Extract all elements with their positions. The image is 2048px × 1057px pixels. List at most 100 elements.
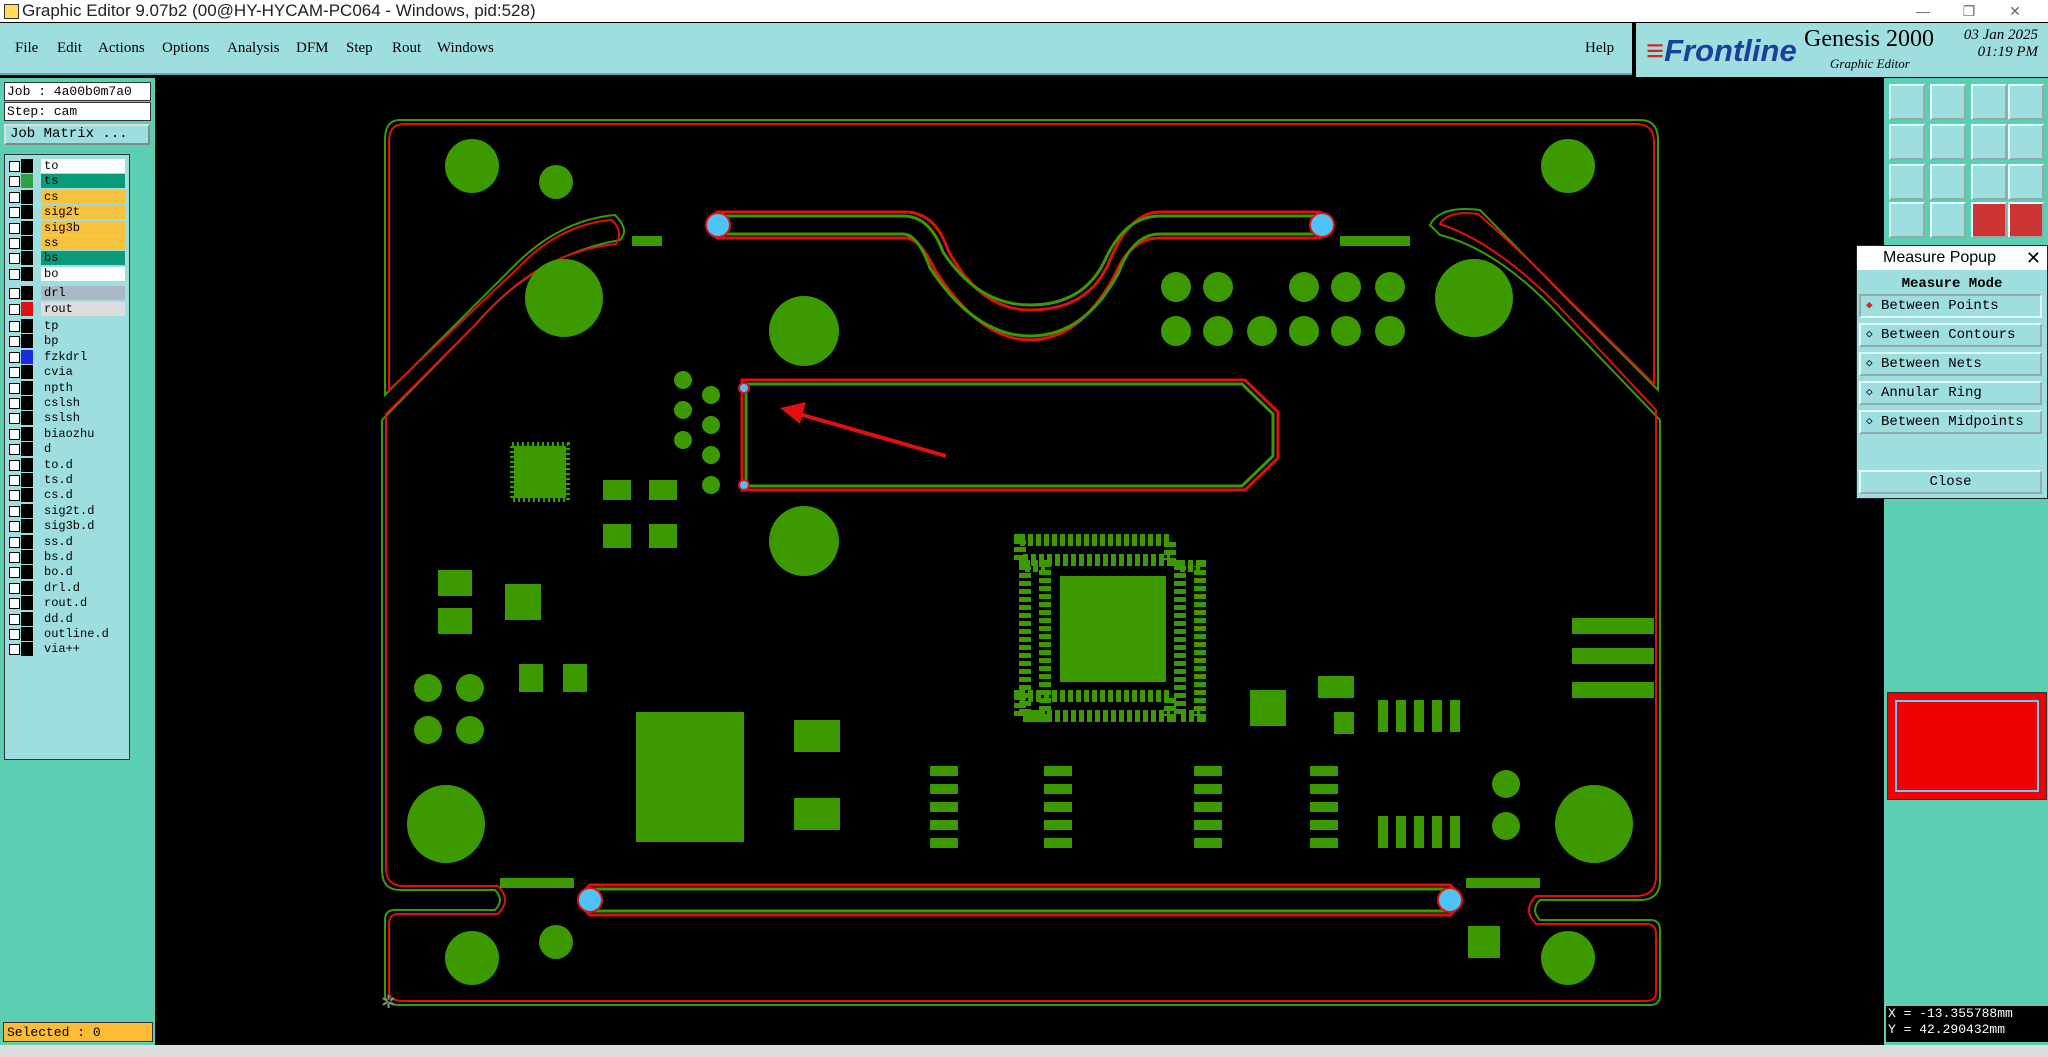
tool-net-icon[interactable]	[2008, 202, 2044, 238]
layer-row[interactable]: tp	[7, 319, 127, 333]
layer-row[interactable]: bo.d	[7, 565, 127, 580]
layer-checkbox[interactable]	[9, 398, 20, 409]
option-between-points[interactable]: ◆Between Points	[1859, 294, 2042, 318]
layer-row[interactable]: bo	[7, 266, 127, 281]
menu-file[interactable]: File	[15, 40, 39, 56]
layer-row[interactable]: cvia	[7, 365, 127, 380]
layer-row[interactable]: ss	[7, 236, 127, 250]
layer-row[interactable]: drl.d	[7, 580, 127, 595]
menu-step[interactable]: Step	[346, 40, 373, 56]
layer-checkbox[interactable]	[9, 351, 20, 363]
option-annular-ring[interactable]: ◇Annular Ring	[1859, 381, 2042, 405]
tool-snap-icon[interactable]	[2008, 124, 2044, 160]
layer-checkbox[interactable]	[9, 490, 20, 502]
layer-checkbox[interactable]	[9, 382, 20, 394]
layer-row[interactable]: to	[7, 159, 127, 173]
tool-help-icon[interactable]	[2008, 164, 2044, 200]
layer-checkbox[interactable]	[9, 161, 20, 172]
tool-center-icon[interactable]	[1930, 164, 1966, 200]
layer-row[interactable]: npth	[7, 380, 127, 395]
layer-checkbox[interactable]	[9, 521, 20, 533]
layer-checkbox[interactable]	[9, 238, 20, 249]
layer-checkbox[interactable]	[9, 176, 20, 188]
layer-checkbox[interactable]	[9, 253, 20, 265]
layer-row[interactable]: cslsh	[7, 396, 127, 410]
layer-row[interactable]: sig2t.d	[7, 503, 127, 518]
tool-zoom-fit-icon[interactable]	[1889, 84, 1925, 120]
menu-dfm[interactable]: DFM	[296, 40, 329, 56]
layer-row[interactable]: biaozhu	[7, 426, 127, 441]
maximize-button[interactable]: ❐	[1962, 3, 1976, 19]
layer-checkbox[interactable]	[9, 288, 20, 300]
menu-edit[interactable]: Edit	[57, 40, 82, 56]
layer-row[interactable]: ts	[7, 174, 127, 189]
tool-clock-icon[interactable]	[1889, 202, 1925, 238]
layer-checkbox[interactable]	[9, 582, 20, 594]
popup-close-icon[interactable]: ✕	[2025, 248, 2041, 268]
layer-row[interactable]: rout	[7, 301, 127, 316]
layer-checkbox[interactable]	[9, 613, 20, 625]
tool-left-icon[interactable]	[1889, 124, 1925, 160]
option-between-contours[interactable]: ◇Between Contours	[1859, 323, 2042, 347]
tool-measure-icon[interactable]	[1930, 202, 1966, 238]
layer-row[interactable]: sig3b.d	[7, 519, 127, 534]
layer-row[interactable]: d	[7, 442, 127, 457]
layer-row[interactable]: fzkdrl	[7, 349, 127, 364]
layer-row[interactable]: via++	[7, 642, 127, 657]
layer-checkbox[interactable]	[9, 191, 20, 203]
layer-row[interactable]: to.d	[7, 457, 127, 472]
layer-checkbox[interactable]	[9, 336, 20, 348]
layer-row[interactable]: drl	[7, 286, 127, 301]
graphic-canvas[interactable]: ✲	[157, 78, 1882, 1045]
layer-checkbox[interactable]	[9, 567, 20, 579]
layer-checkbox[interactable]	[9, 367, 20, 379]
layer-row[interactable]: sslsh	[7, 411, 127, 426]
menu-options[interactable]: Options	[162, 40, 210, 56]
layer-checkbox[interactable]	[9, 222, 20, 234]
tool-active-icon[interactable]	[1971, 202, 2007, 238]
layer-checkbox[interactable]	[9, 629, 20, 640]
tool-zoom-in-icon[interactable]	[1930, 84, 1966, 120]
popup-close-button[interactable]: Close	[1859, 470, 2042, 494]
layer-row[interactable]: cs.d	[7, 488, 127, 503]
layer-checkbox[interactable]	[9, 428, 20, 440]
menu-help[interactable]: Help	[1585, 40, 1615, 56]
overview-minimap[interactable]	[1887, 692, 2047, 800]
menu-analysis[interactable]: Analysis	[227, 40, 280, 56]
close-window-button[interactable]: ✕	[2009, 3, 2021, 19]
option-between-midpoints[interactable]: ◇Between Midpoints	[1859, 410, 2042, 434]
layer-row[interactable]: rout.d	[7, 596, 127, 611]
tool-swap-icon[interactable]	[1971, 124, 2007, 160]
job-matrix-button[interactable]: Job Matrix ...	[4, 124, 150, 145]
menu-rout[interactable]: Rout	[392, 40, 422, 56]
layer-checkbox[interactable]	[9, 459, 20, 471]
tool-home-icon[interactable]	[1971, 84, 2007, 120]
layer-checkbox[interactable]	[9, 207, 20, 219]
layer-checkbox[interactable]	[9, 505, 20, 517]
layer-checkbox[interactable]	[9, 475, 20, 486]
layer-row[interactable]: bp	[7, 334, 127, 349]
layer-checkbox[interactable]	[9, 444, 20, 456]
layer-row[interactable]: cs	[7, 189, 127, 204]
layer-checkbox[interactable]	[9, 536, 20, 548]
layer-checkbox[interactable]	[9, 644, 20, 656]
tool-window-icon[interactable]	[2008, 84, 2044, 120]
layer-row[interactable]: ts.d	[7, 473, 127, 487]
layer-row[interactable]: sig3b	[7, 220, 127, 235]
layer-checkbox[interactable]	[9, 268, 20, 280]
layer-row[interactable]: bs	[7, 251, 127, 266]
tool-scale-icon[interactable]	[1971, 164, 2007, 200]
layer-row[interactable]: sig2t	[7, 205, 127, 220]
menu-actions[interactable]: Actions	[98, 40, 145, 56]
layer-checkbox[interactable]	[9, 413, 20, 425]
layer-row[interactable]: outline.d	[7, 627, 127, 641]
layer-row[interactable]: bs.d	[7, 550, 127, 564]
layer-checkbox[interactable]	[9, 303, 20, 315]
menu-windows[interactable]: Windows	[437, 40, 494, 56]
layer-row[interactable]: dd.d	[7, 611, 127, 626]
layer-checkbox[interactable]	[9, 598, 20, 610]
minimize-button[interactable]: —	[1916, 3, 1930, 19]
layer-checkbox[interactable]	[9, 552, 20, 563]
layer-row[interactable]: ss.d	[7, 534, 127, 549]
tool-right-icon[interactable]	[1930, 124, 1966, 160]
